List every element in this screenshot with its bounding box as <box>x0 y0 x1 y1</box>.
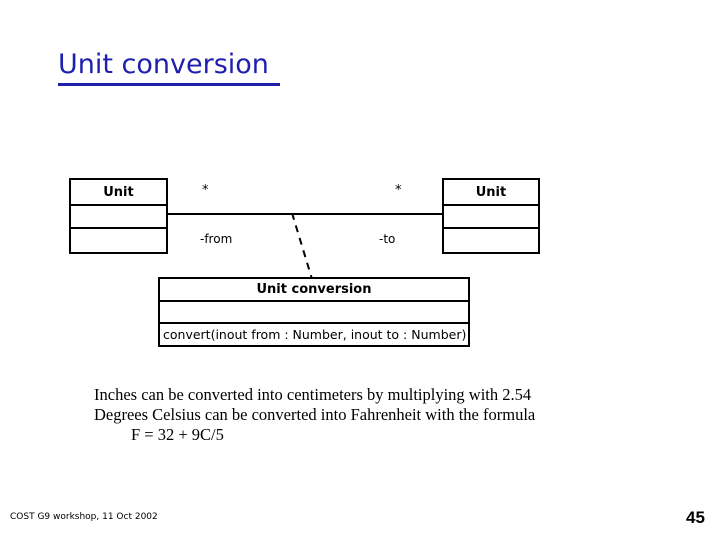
uml-class-unit-to[interactable]: Unit <box>442 178 540 254</box>
role-label-from: -from <box>200 232 233 246</box>
uml-class-unit-from[interactable]: Unit <box>69 178 168 254</box>
association-class-dashed-connector <box>291 212 313 280</box>
role-label-to: -to <box>379 232 396 246</box>
uml-attributes-compartment <box>444 206 538 229</box>
footer-text: COST G9 workshop, 11 Oct 2002 <box>10 512 158 522</box>
uml-attributes-compartment <box>71 206 166 229</box>
uml-class-name: Unit <box>71 180 166 206</box>
uml-operations-compartment: convert(inout from : Number, inout to : … <box>160 324 468 345</box>
body-text: Inches can be converted into centimeters… <box>94 385 654 445</box>
multiplicity-label-to: * <box>395 183 402 198</box>
association-line <box>168 213 442 215</box>
uml-class-name: Unit <box>444 180 538 206</box>
uml-class-name: Unit conversion <box>160 279 468 302</box>
body-line-2: Degrees Celsius can be converted into Fa… <box>94 405 536 424</box>
multiplicity-label-from: * <box>202 183 209 198</box>
page-title: Unit conversion <box>58 49 269 80</box>
body-line-1: Inches can be converted into centimeters… <box>94 385 532 404</box>
page-number: 45 <box>686 508 705 527</box>
body-line-3: F = 32 + 9C/5 <box>131 425 224 444</box>
title-underline <box>58 83 280 86</box>
uml-association-class-unit-conversion[interactable]: Unit conversion convert(inout from : Num… <box>158 277 470 347</box>
uml-attributes-compartment <box>160 302 468 324</box>
uml-operations-compartment <box>444 229 538 252</box>
uml-operations-compartment <box>71 229 166 252</box>
